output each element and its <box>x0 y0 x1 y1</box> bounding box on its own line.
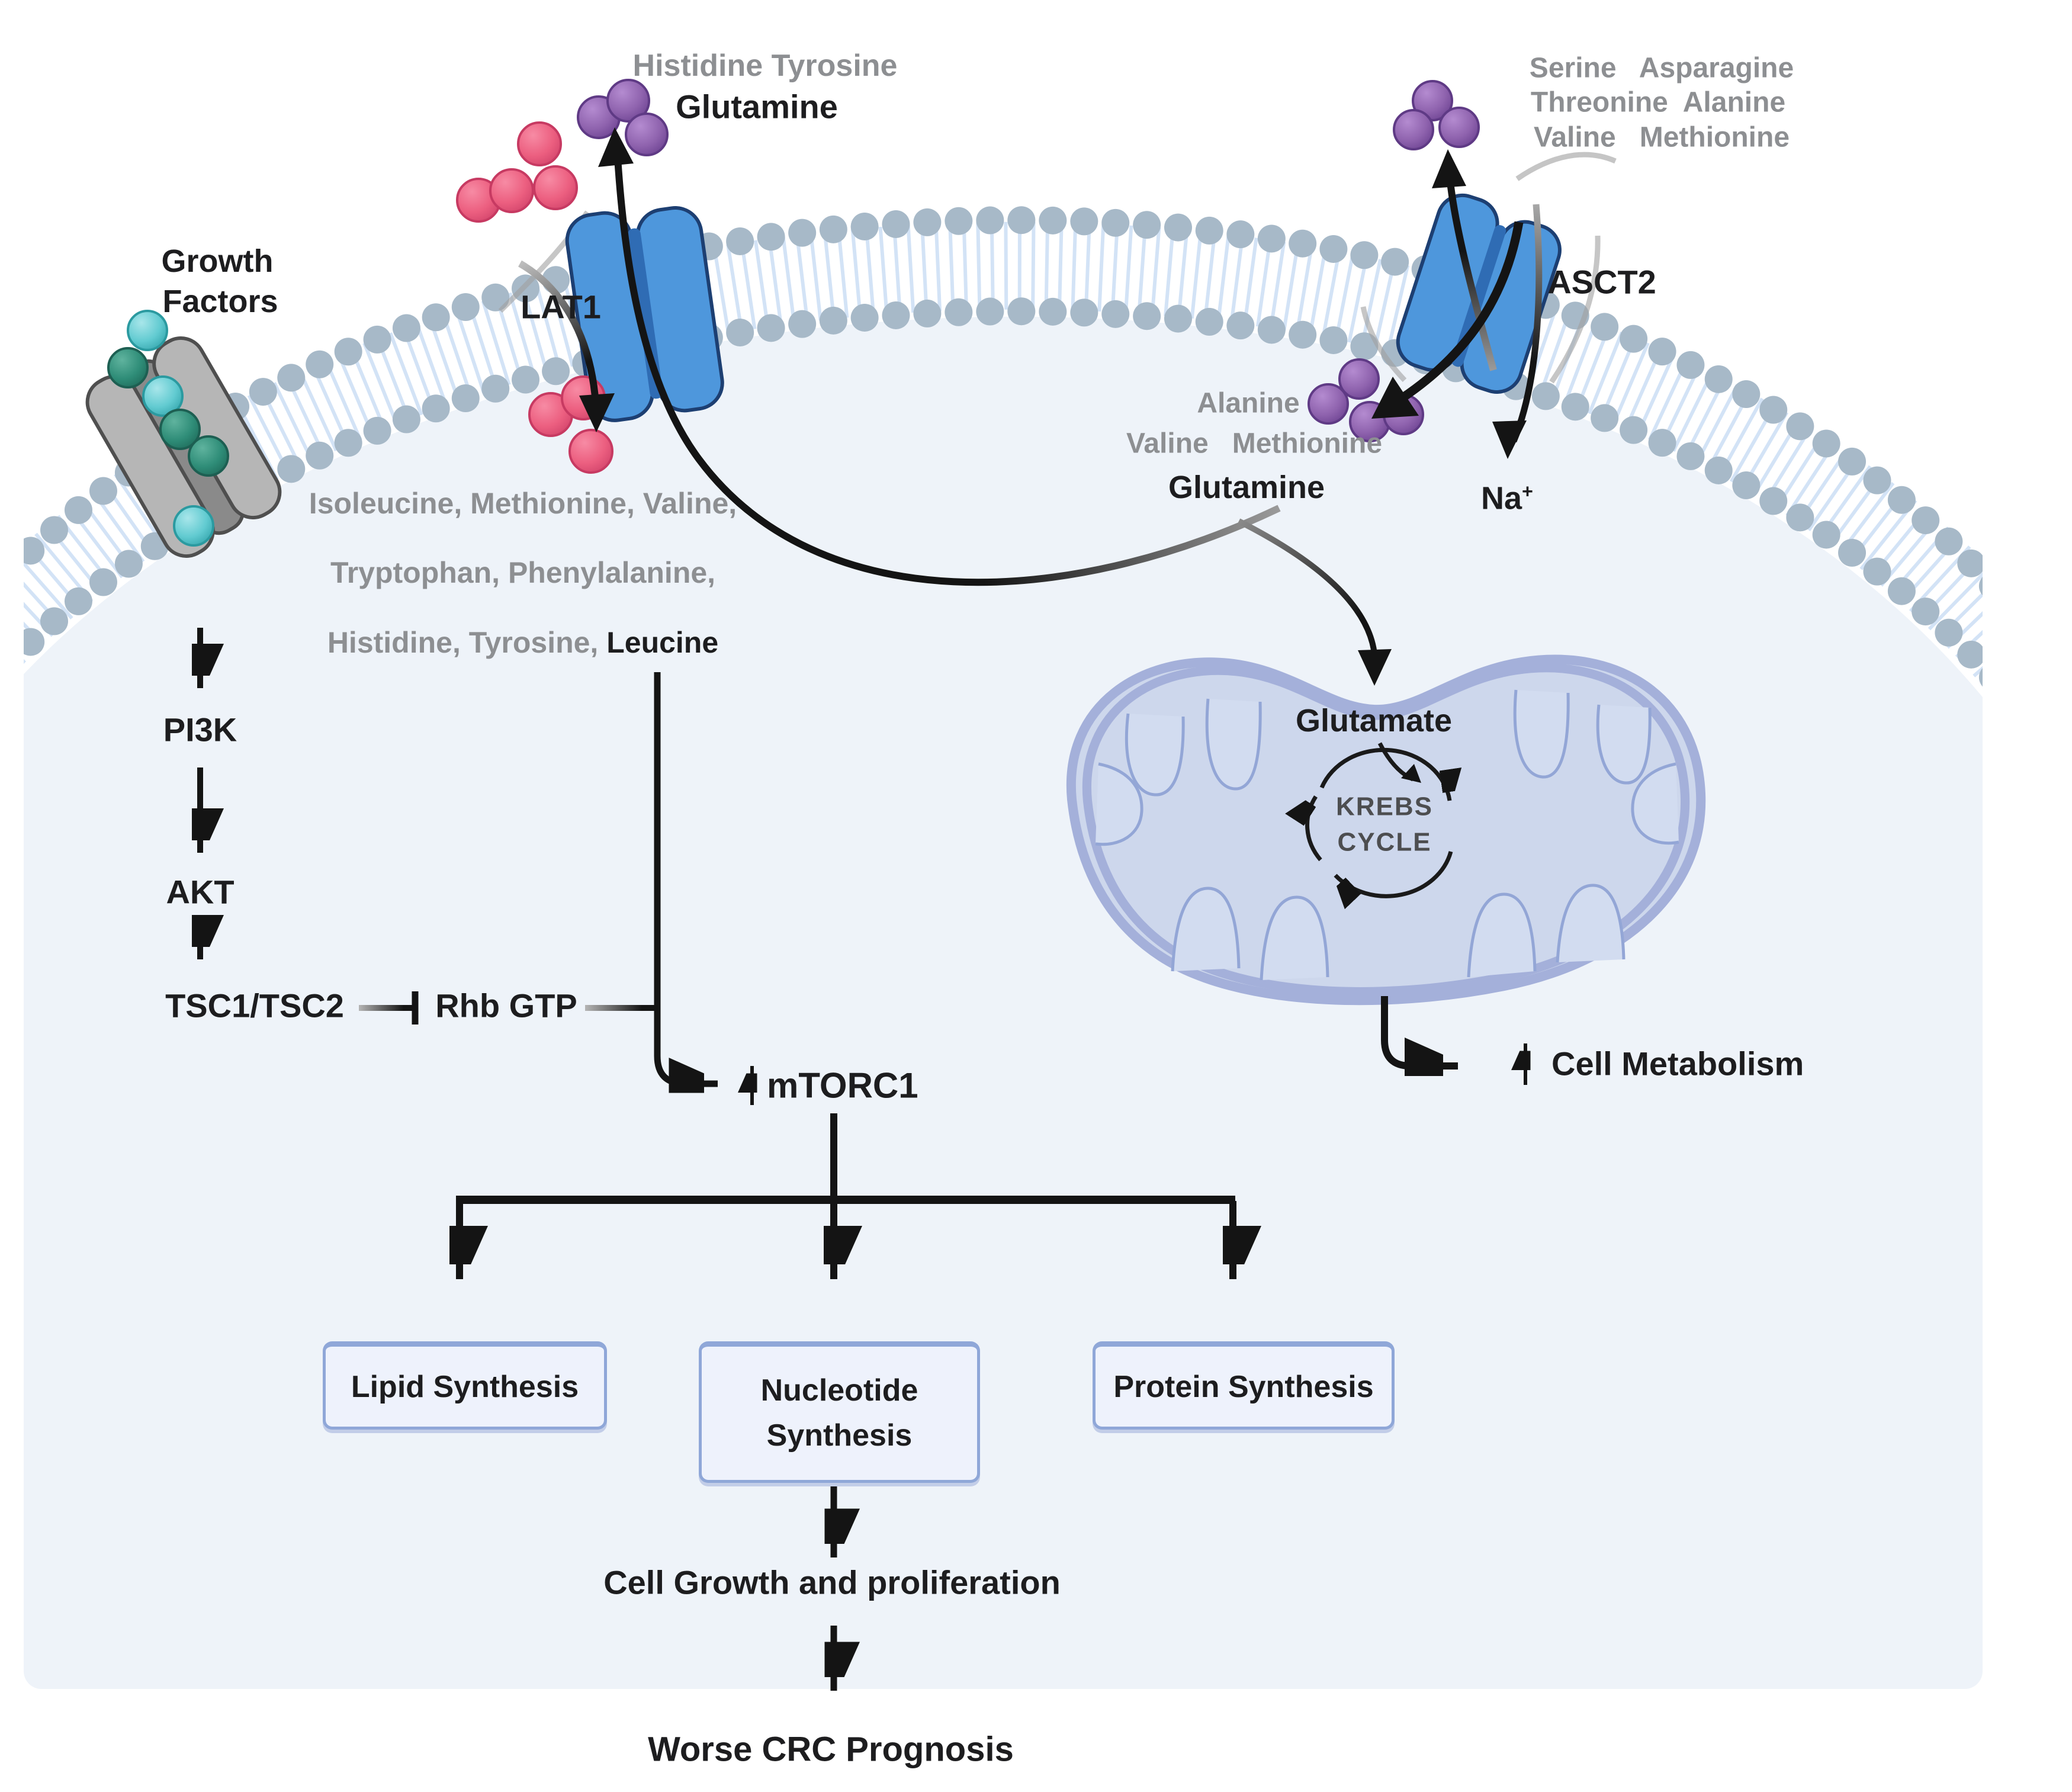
pink-amino-spheres <box>456 121 613 474</box>
lat1-substrates-line3: Histidine, Tyrosine, Leucine <box>327 627 718 659</box>
lat1-substrates-leucine: Leucine <box>606 626 719 660</box>
asct2-transporter <box>1396 193 1562 394</box>
lat1-label: LAT1 <box>521 288 601 326</box>
asct2-imported-glutamine: Glutamine <box>1168 469 1325 505</box>
asct2-imported-line1: Alanine <box>1197 387 1300 419</box>
lat1-exported-amino-acids: Histidine Tyrosine <box>632 48 898 83</box>
sodium-sup: + <box>1522 480 1533 502</box>
mitochondrion <box>1066 654 1706 1006</box>
asct2-exported-line2: Threonine Alanine <box>1530 86 1786 118</box>
tsc-label: TSC1/TSC2 <box>165 987 344 1025</box>
asct2-imported-line2: Valine Methionine <box>1126 428 1383 460</box>
lat1-substrates-line3-gray: Histidine, Tyrosine, <box>327 626 607 660</box>
growth-factors-label-line2: Factors <box>162 283 278 319</box>
sodium-base: Na <box>1481 480 1522 516</box>
lat1-export-arrow <box>613 147 1281 586</box>
signalling-arrows <box>200 628 1525 1691</box>
lipid-synthesis-box: Lipid Synthesis <box>323 1341 607 1430</box>
krebs-cycle-label-line1: KREBS <box>1335 792 1434 821</box>
asct2-exported-line1: Serine Asparagine <box>1529 52 1794 84</box>
nucleotide-synthesis-label-line2: Synthesis <box>766 1418 913 1453</box>
lipid-synthesis-label: Lipid Synthesis <box>351 1369 579 1404</box>
sodium-arrow <box>1510 204 1543 443</box>
lat1-substrates-line1: Isoleucine, Methionine, Valine, <box>309 487 737 521</box>
nucleotide-synthesis-label-line1: Nucleotide <box>760 1373 918 1408</box>
krebs-cycle-icon <box>1308 747 1451 896</box>
lat1-import-arrow <box>518 260 600 415</box>
asct2-exported-line3: Valine Methionine <box>1533 121 1790 153</box>
prognosis-label: Worse CRC Prognosis <box>648 1730 1014 1769</box>
protein-synthesis-box: Protein Synthesis <box>1093 1341 1395 1430</box>
nucleotide-synthesis-box: Nucleotide Synthesis <box>699 1341 980 1483</box>
cell-growth-label: Cell Growth and proliferation <box>603 1563 1061 1601</box>
krebs-cycle-label-line2: CYCLE <box>1337 827 1432 857</box>
glutamine-to-mito-arrow <box>1237 518 1378 664</box>
akt-label: AKT <box>166 873 234 911</box>
lat1-substrates-line2: Tryptophan, Phenylalanine, <box>330 556 716 590</box>
leucine-to-mtorc1-arrow <box>654 672 718 1084</box>
mito-to-metabolism-arrow <box>1381 996 1458 1066</box>
protein-synthesis-label: Protein Synthesis <box>1113 1369 1374 1404</box>
purple-amino-spheres <box>577 79 1480 442</box>
sodium-label: Na+ <box>1481 481 1533 515</box>
rhb-gtp-label: Rhb GTP <box>435 987 577 1025</box>
mtorc1-label: mTORC1 <box>767 1065 918 1106</box>
lat1-exported-glutamine: Glutamine <box>676 88 838 126</box>
mitochondrion-cristae <box>1095 689 1679 981</box>
asct2-label: ASCT2 <box>1547 263 1656 301</box>
growth-factors-label-line1: Growth <box>161 243 274 279</box>
cell-metabolism-label: Cell Metabolism <box>1551 1045 1804 1083</box>
asct2-export-arrow <box>1445 168 1497 371</box>
pi3k-label: PI3K <box>163 711 237 749</box>
growth-factor-spheres <box>107 310 229 547</box>
asct2-import-arrow <box>1399 221 1524 402</box>
transport-arrows <box>518 127 1543 783</box>
glutamate-label: Glutamate <box>1295 702 1453 738</box>
